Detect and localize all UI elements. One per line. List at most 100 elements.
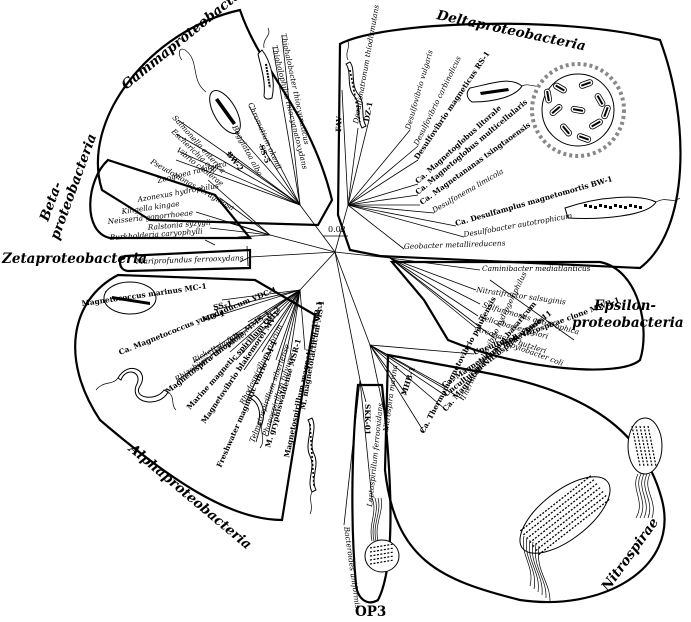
tree-branch <box>249 251 336 258</box>
tree-branch <box>289 289 301 357</box>
tree-branch <box>235 289 301 361</box>
gamma-rod-cell-icon <box>178 48 241 134</box>
tree-branch <box>369 344 465 401</box>
tree-branch <box>281 35 301 206</box>
tree-branch <box>347 204 465 238</box>
nitrospirae-clade-label: Nitrospirae <box>598 515 663 595</box>
delta-clade-label: Deltaproteobacteria <box>434 7 587 54</box>
magnetosome-icon <box>634 205 637 208</box>
tree-branch <box>347 194 419 206</box>
flagellum-icon <box>528 539 539 593</box>
magnetosome-chain-icon <box>529 486 601 544</box>
zeta-clade-outline <box>119 248 252 273</box>
tree-branch <box>347 204 435 214</box>
leaf-label: Geobacter metallireducens <box>404 238 506 251</box>
tree-branch <box>213 289 301 311</box>
flagellum-icon <box>372 497 377 542</box>
clade-outlines <box>74 8 682 604</box>
tree-branch <box>369 344 407 395</box>
magnetosome-icon <box>619 205 622 208</box>
tree-branch <box>203 289 301 321</box>
tree-branch <box>359 379 373 501</box>
tree-branch <box>334 204 349 253</box>
flagellum-icon <box>374 497 380 542</box>
magnetosome-icon <box>589 205 592 208</box>
tree-branch <box>369 344 475 355</box>
flagellum-icon <box>644 473 651 519</box>
flagellum-icon <box>522 535 532 587</box>
tree-branch <box>267 289 301 437</box>
tree-branch <box>369 344 447 411</box>
tree-branch <box>247 289 301 323</box>
tree-branch <box>489 279 575 341</box>
flagellum-icon <box>638 473 644 519</box>
gamma-vibrio-cell-icon <box>257 27 274 100</box>
tree-branch <box>221 289 301 301</box>
epsilon-clade-outline <box>389 260 645 371</box>
magnetosome-chain-icon <box>538 498 611 556</box>
tree-branch <box>269 234 336 253</box>
magnetosome-chain-icon <box>522 478 595 536</box>
aggregate-cell-icon <box>553 82 567 94</box>
tree-branch <box>245 289 301 403</box>
tree-branch <box>299 251 336 291</box>
magnetosome-chain-icon <box>369 551 395 557</box>
flagellum-icon <box>376 497 382 542</box>
aggregate-cell-icon <box>576 133 592 143</box>
aggregate-cell-icon <box>594 93 606 107</box>
magnetosome-chain-icon <box>369 555 395 561</box>
tree-branch <box>359 379 367 403</box>
tree-branch <box>261 289 301 353</box>
alpha-vibrio-cell-icon <box>249 394 265 449</box>
leaf-label: FAV <box>334 116 344 132</box>
tree-branch <box>179 151 301 206</box>
delta-rod-cell-icon <box>466 80 545 103</box>
magnetosome-icon <box>594 206 597 209</box>
tree-branch <box>246 245 249 267</box>
tree-branch <box>237 234 271 238</box>
alpha-spirillum-cell-icon <box>95 367 177 411</box>
magnetosome-icon <box>609 206 612 209</box>
tree-branch <box>204 239 216 246</box>
aggregate-cell-icon <box>601 104 611 120</box>
epsilon-clade-label: Epsilon- proteobacteria <box>572 298 684 331</box>
tree-branch <box>389 257 481 271</box>
tree-branch <box>175 133 301 206</box>
magnetosome-icon <box>629 204 632 207</box>
tree-branches <box>175 35 594 526</box>
tree-branch <box>219 197 271 236</box>
tree-branch <box>389 257 495 339</box>
tree-branch <box>225 221 271 236</box>
magnetosome-chain-icon <box>526 482 598 540</box>
aggregate-cell-icon <box>578 79 594 89</box>
nitrospirae-oval-cell-icon <box>627 417 663 519</box>
leaf-labels: Thiohalobacter thiocyanaticus Thiohaloph… <box>81 4 621 609</box>
tree-branch <box>347 159 419 206</box>
tree-branch <box>347 204 457 227</box>
nitrospirae-large-rod-icon <box>519 474 611 602</box>
magnetosome-icon <box>604 205 607 208</box>
magnetosome-chain-icon <box>369 543 395 549</box>
tree-branch <box>209 227 271 236</box>
cell-illustrations <box>95 27 681 602</box>
leaf-label: SKK-01 <box>363 404 372 435</box>
alpha-long-spirillum-icon <box>307 417 317 515</box>
tree-branch <box>299 204 336 253</box>
multicellular-aggregate-icon <box>530 62 626 158</box>
scale-bar-label: 0.02 <box>328 225 346 234</box>
tree-branch <box>334 251 371 346</box>
flagellum-icon <box>537 545 551 602</box>
leaf-label: SS-1 <box>212 299 233 312</box>
beta-clade-outline <box>89 158 253 240</box>
tree-branch <box>347 119 370 206</box>
magnetosome-chain-icon <box>519 474 592 532</box>
leaf-label: BW-2 <box>224 150 245 173</box>
leaf-label: Burkholderia caryophylli <box>109 227 203 243</box>
tree-branch <box>389 257 479 317</box>
tree-branch <box>259 143 301 206</box>
magnetosome-chain-icon <box>532 490 604 548</box>
gamma-clade-label: Gammaproteobacteria <box>118 0 260 93</box>
tree-branch <box>369 344 425 433</box>
op3-oval-cell-icon <box>364 497 400 573</box>
